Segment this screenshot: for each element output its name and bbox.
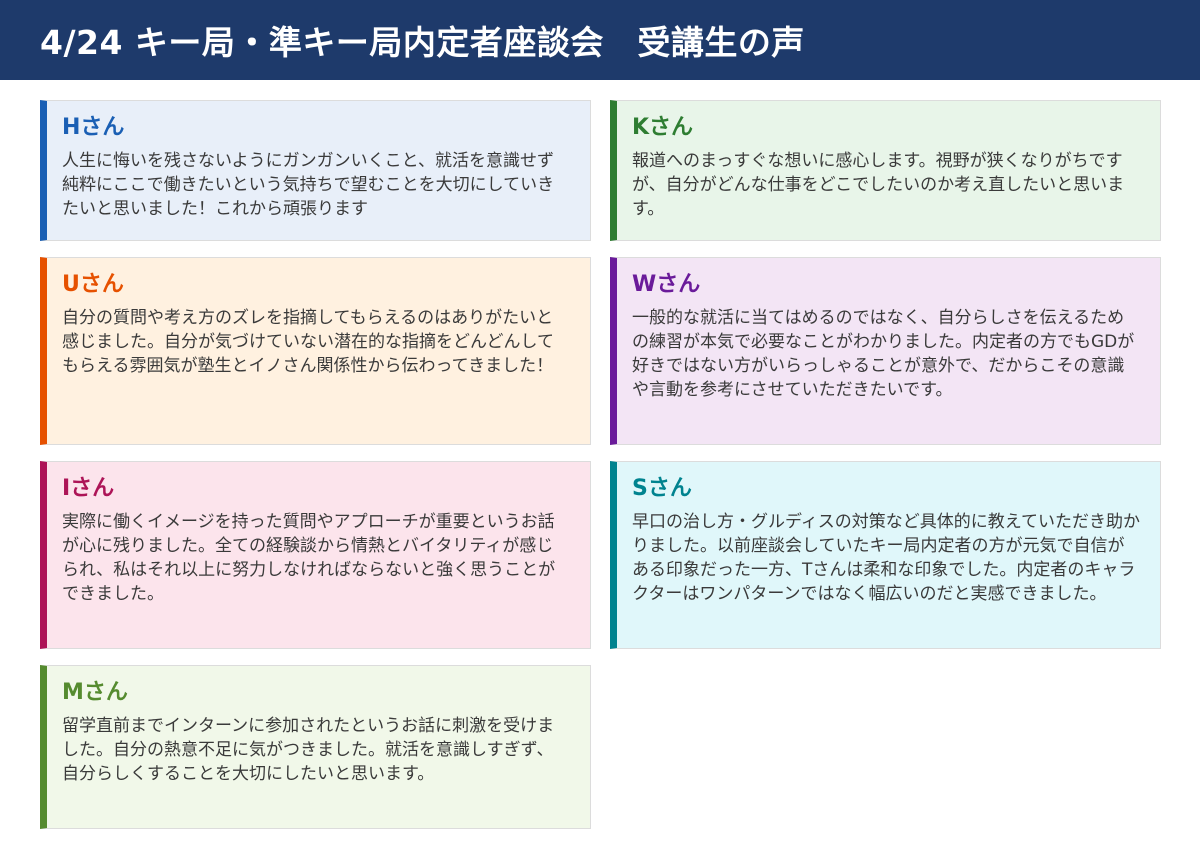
testimonial-name: Kさん bbox=[632, 115, 694, 140]
testimonial-text: 報道へのまっすぐな想いに感心します。視野が狭くなりがちですが、自分がどんな仕事を… bbox=[632, 151, 1125, 219]
testimonial-name: Wさん bbox=[632, 272, 701, 297]
testimonial-card-m: Mさん 留学直前までインターンに参加されたというお話に刺激を受けました。自分の熱… bbox=[40, 665, 591, 829]
testimonial-name: Iさん bbox=[62, 476, 115, 501]
testimonial-card-s: Sさん 早口の治し方・グルディスの対策など具体的に教えていただき助かりました。以… bbox=[610, 461, 1161, 649]
testimonial-text: 人生に悔いを残さないようにガンガンいくこと、就活を意識せず純粋にここで働きたいと… bbox=[62, 151, 555, 219]
testimonial-card-h: Hさん 人生に悔いを残さないようにガンガンいくこと、就活を意識せず純粋にここで働… bbox=[40, 100, 591, 241]
testimonial-grid: Hさん 人生に悔いを残さないようにガンガンいくこと、就活を意識せず純粋にここで働… bbox=[0, 80, 1200, 829]
testimonial-text: 自分の質問や考え方のズレを指摘してもらえるのはありがたいと感じました。自分が気づ… bbox=[62, 308, 554, 376]
testimonial-card-k: Kさん 報道へのまっすぐな想いに感心します。視野が狭くなりがちですが、自分がどん… bbox=[610, 100, 1161, 241]
testimonial-name: Sさん bbox=[632, 476, 692, 501]
page-title: 4/24 キー局・準キー局内定者座談会 受講生の声 bbox=[40, 23, 805, 62]
testimonial-text: 留学直前までインターンに参加されたというお話に刺激を受けました。自分の熱意不足に… bbox=[62, 716, 555, 784]
page-header: 4/24 キー局・準キー局内定者座談会 受講生の声 bbox=[0, 0, 1200, 80]
testimonial-name: Hさん bbox=[62, 115, 125, 140]
testimonial-text: 早口の治し方・グルディスの対策など具体的に教えていただき助かりました。以前座談会… bbox=[632, 512, 1140, 604]
testimonial-text: 実際に働くイメージを持った質問やアプローチが重要というお話が心に残りました。全て… bbox=[62, 512, 556, 604]
testimonial-name: Mさん bbox=[62, 680, 128, 705]
testimonial-card-i: Iさん 実際に働くイメージを持った質問やアプローチが重要というお話が心に残りまし… bbox=[40, 461, 591, 649]
testimonial-text: 一般的な就活に当てはめるのではなく、自分らしさを伝えるための練習が本気で必要なこ… bbox=[632, 308, 1135, 400]
testimonial-card-w: Wさん 一般的な就活に当てはめるのではなく、自分らしさを伝えるための練習が本気で… bbox=[610, 257, 1161, 445]
testimonial-card-u: Uさん 自分の質問や考え方のズレを指摘してもらえるのはありがたいと感じました。自… bbox=[40, 257, 591, 445]
testimonial-name: Uさん bbox=[62, 272, 124, 297]
